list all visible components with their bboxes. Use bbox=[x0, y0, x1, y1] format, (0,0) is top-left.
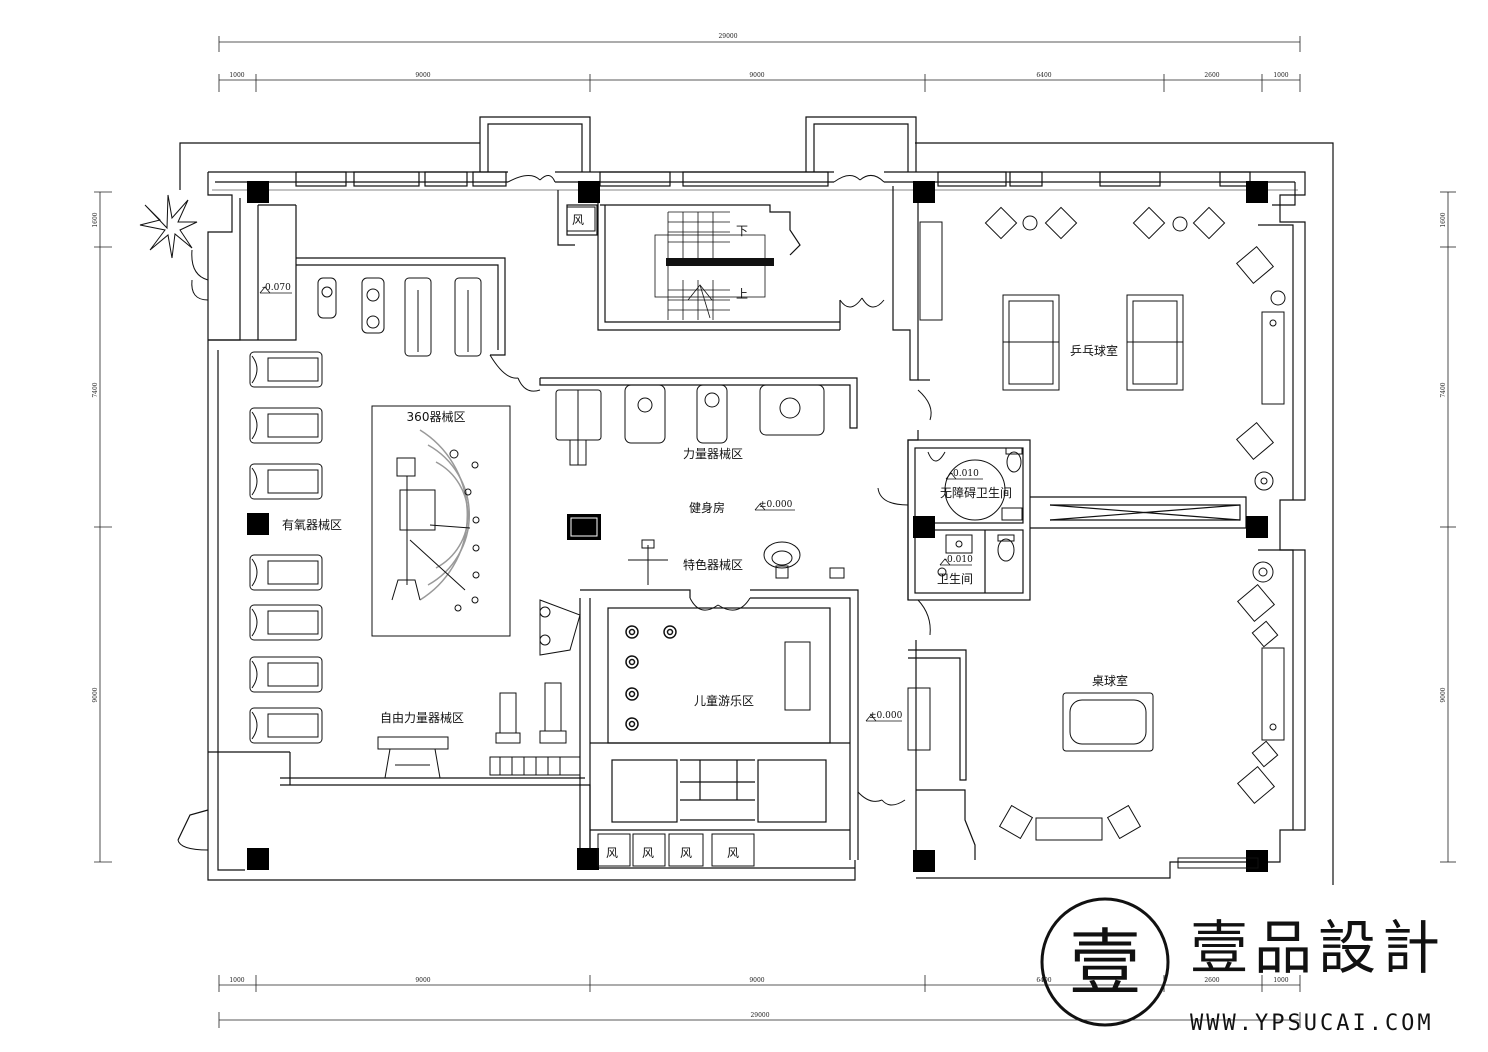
level-billiards: ±0.000 bbox=[869, 711, 903, 721]
dim-top-seg: 1000 bbox=[229, 72, 244, 79]
room-label-ping-pong: 乒乓球室 bbox=[1070, 343, 1118, 358]
dim-right-seg: 1600 bbox=[1440, 212, 1447, 227]
kids-area-equipment bbox=[625, 625, 811, 731]
free-weights bbox=[377, 682, 581, 779]
level-entry: -0.070 bbox=[262, 283, 291, 293]
dim-top-seg: 6400 bbox=[1036, 72, 1051, 79]
dim-top-seg: 1000 bbox=[1273, 72, 1288, 79]
building-walls bbox=[177, 116, 1334, 885]
billiards-furniture bbox=[907, 561, 1285, 869]
treadmill-icon bbox=[249, 656, 323, 693]
treadmill-icon bbox=[249, 351, 323, 388]
plant-icon bbox=[139, 194, 198, 259]
dim-top-seg: 2600 bbox=[1204, 72, 1219, 79]
room-label-strength: 力量器械区 bbox=[683, 446, 743, 461]
room-label-free-weights: 自由力量器械区 bbox=[380, 710, 464, 725]
treadmill-group bbox=[249, 351, 323, 744]
vent-label: 风 bbox=[680, 846, 692, 860]
vent-boxes bbox=[566, 206, 755, 867]
dim-bottom-seg: 9000 bbox=[415, 977, 430, 984]
vent-label: 风 bbox=[572, 213, 584, 227]
dim-bottom-seg: 1000 bbox=[1273, 977, 1288, 984]
dimension-right bbox=[1440, 191, 1456, 863]
dim-top-seg: 9000 bbox=[415, 72, 430, 79]
dim-bottom-total: 29000 bbox=[750, 1012, 769, 1019]
dim-left-seg: 1600 bbox=[92, 212, 99, 227]
room-label-accessible-wc: 无障碍卫生间 bbox=[940, 485, 1012, 500]
room-label-360: 360器械区 bbox=[407, 409, 466, 424]
dimension-bottom bbox=[218, 975, 1301, 1028]
dim-left-seg: 9000 bbox=[92, 687, 99, 702]
dim-top-seg: 9000 bbox=[749, 72, 764, 79]
washroom-fixtures bbox=[927, 447, 1023, 577]
brand-name: 壹品設計 bbox=[1190, 914, 1446, 982]
brand-logo: 壹 bbox=[1040, 897, 1170, 1027]
vent-label: 风 bbox=[727, 846, 739, 860]
stair-up-label: 上 bbox=[736, 287, 748, 301]
stair-down-label: 下 bbox=[736, 224, 748, 238]
vent-label: 风 bbox=[642, 846, 654, 860]
dim-bottom-seg: 2600 bbox=[1204, 977, 1219, 984]
dim-right-seg: 9000 bbox=[1440, 687, 1447, 702]
column-highlight bbox=[570, 517, 598, 537]
treadmill-icon bbox=[249, 707, 323, 744]
dimension-top bbox=[218, 36, 1301, 92]
brand-seal: 壹 bbox=[1069, 921, 1141, 1005]
treadmill-icon bbox=[249, 554, 323, 591]
room-label-kids: 儿童游乐区 bbox=[694, 693, 754, 708]
room-label-cardio: 有氧器械区 bbox=[282, 517, 342, 532]
dim-right-seg: 7400 bbox=[1440, 382, 1447, 397]
dim-top-total: 29000 bbox=[718, 33, 737, 40]
room-label-gym: 健身房 bbox=[689, 500, 725, 515]
dim-bottom-seg: 9000 bbox=[749, 977, 764, 984]
strength-machines-row bbox=[555, 384, 825, 466]
level-gym: ±0.000 bbox=[759, 500, 793, 510]
featured-machines bbox=[539, 539, 845, 656]
dim-bottom-seg: 1000 bbox=[229, 977, 244, 984]
level-accessible-wc: -0.010 bbox=[950, 469, 979, 479]
vent-label: 风 bbox=[606, 846, 618, 860]
treadmill-icon bbox=[249, 604, 323, 641]
level-markers bbox=[259, 286, 983, 722]
room-label-wc: 卫生间 bbox=[937, 572, 973, 586]
treadmill-icon bbox=[249, 407, 323, 444]
brand-url: WWW.YPSUCAI.COM bbox=[1190, 1011, 1434, 1036]
room-label-featured: 特色器械区 bbox=[683, 557, 743, 572]
level-wc: -0.010 bbox=[944, 555, 973, 565]
room-label-billiards: 桌球室 bbox=[1092, 673, 1128, 688]
treadmill-icon bbox=[249, 463, 323, 500]
dim-left-seg: 7400 bbox=[92, 382, 99, 397]
zone-360 bbox=[371, 405, 511, 637]
door-swings bbox=[177, 175, 932, 851]
stair-landing bbox=[666, 258, 774, 266]
ping-pong-furniture bbox=[919, 206, 1286, 491]
dimension-left bbox=[94, 191, 112, 863]
strength-machines-top bbox=[317, 277, 482, 357]
